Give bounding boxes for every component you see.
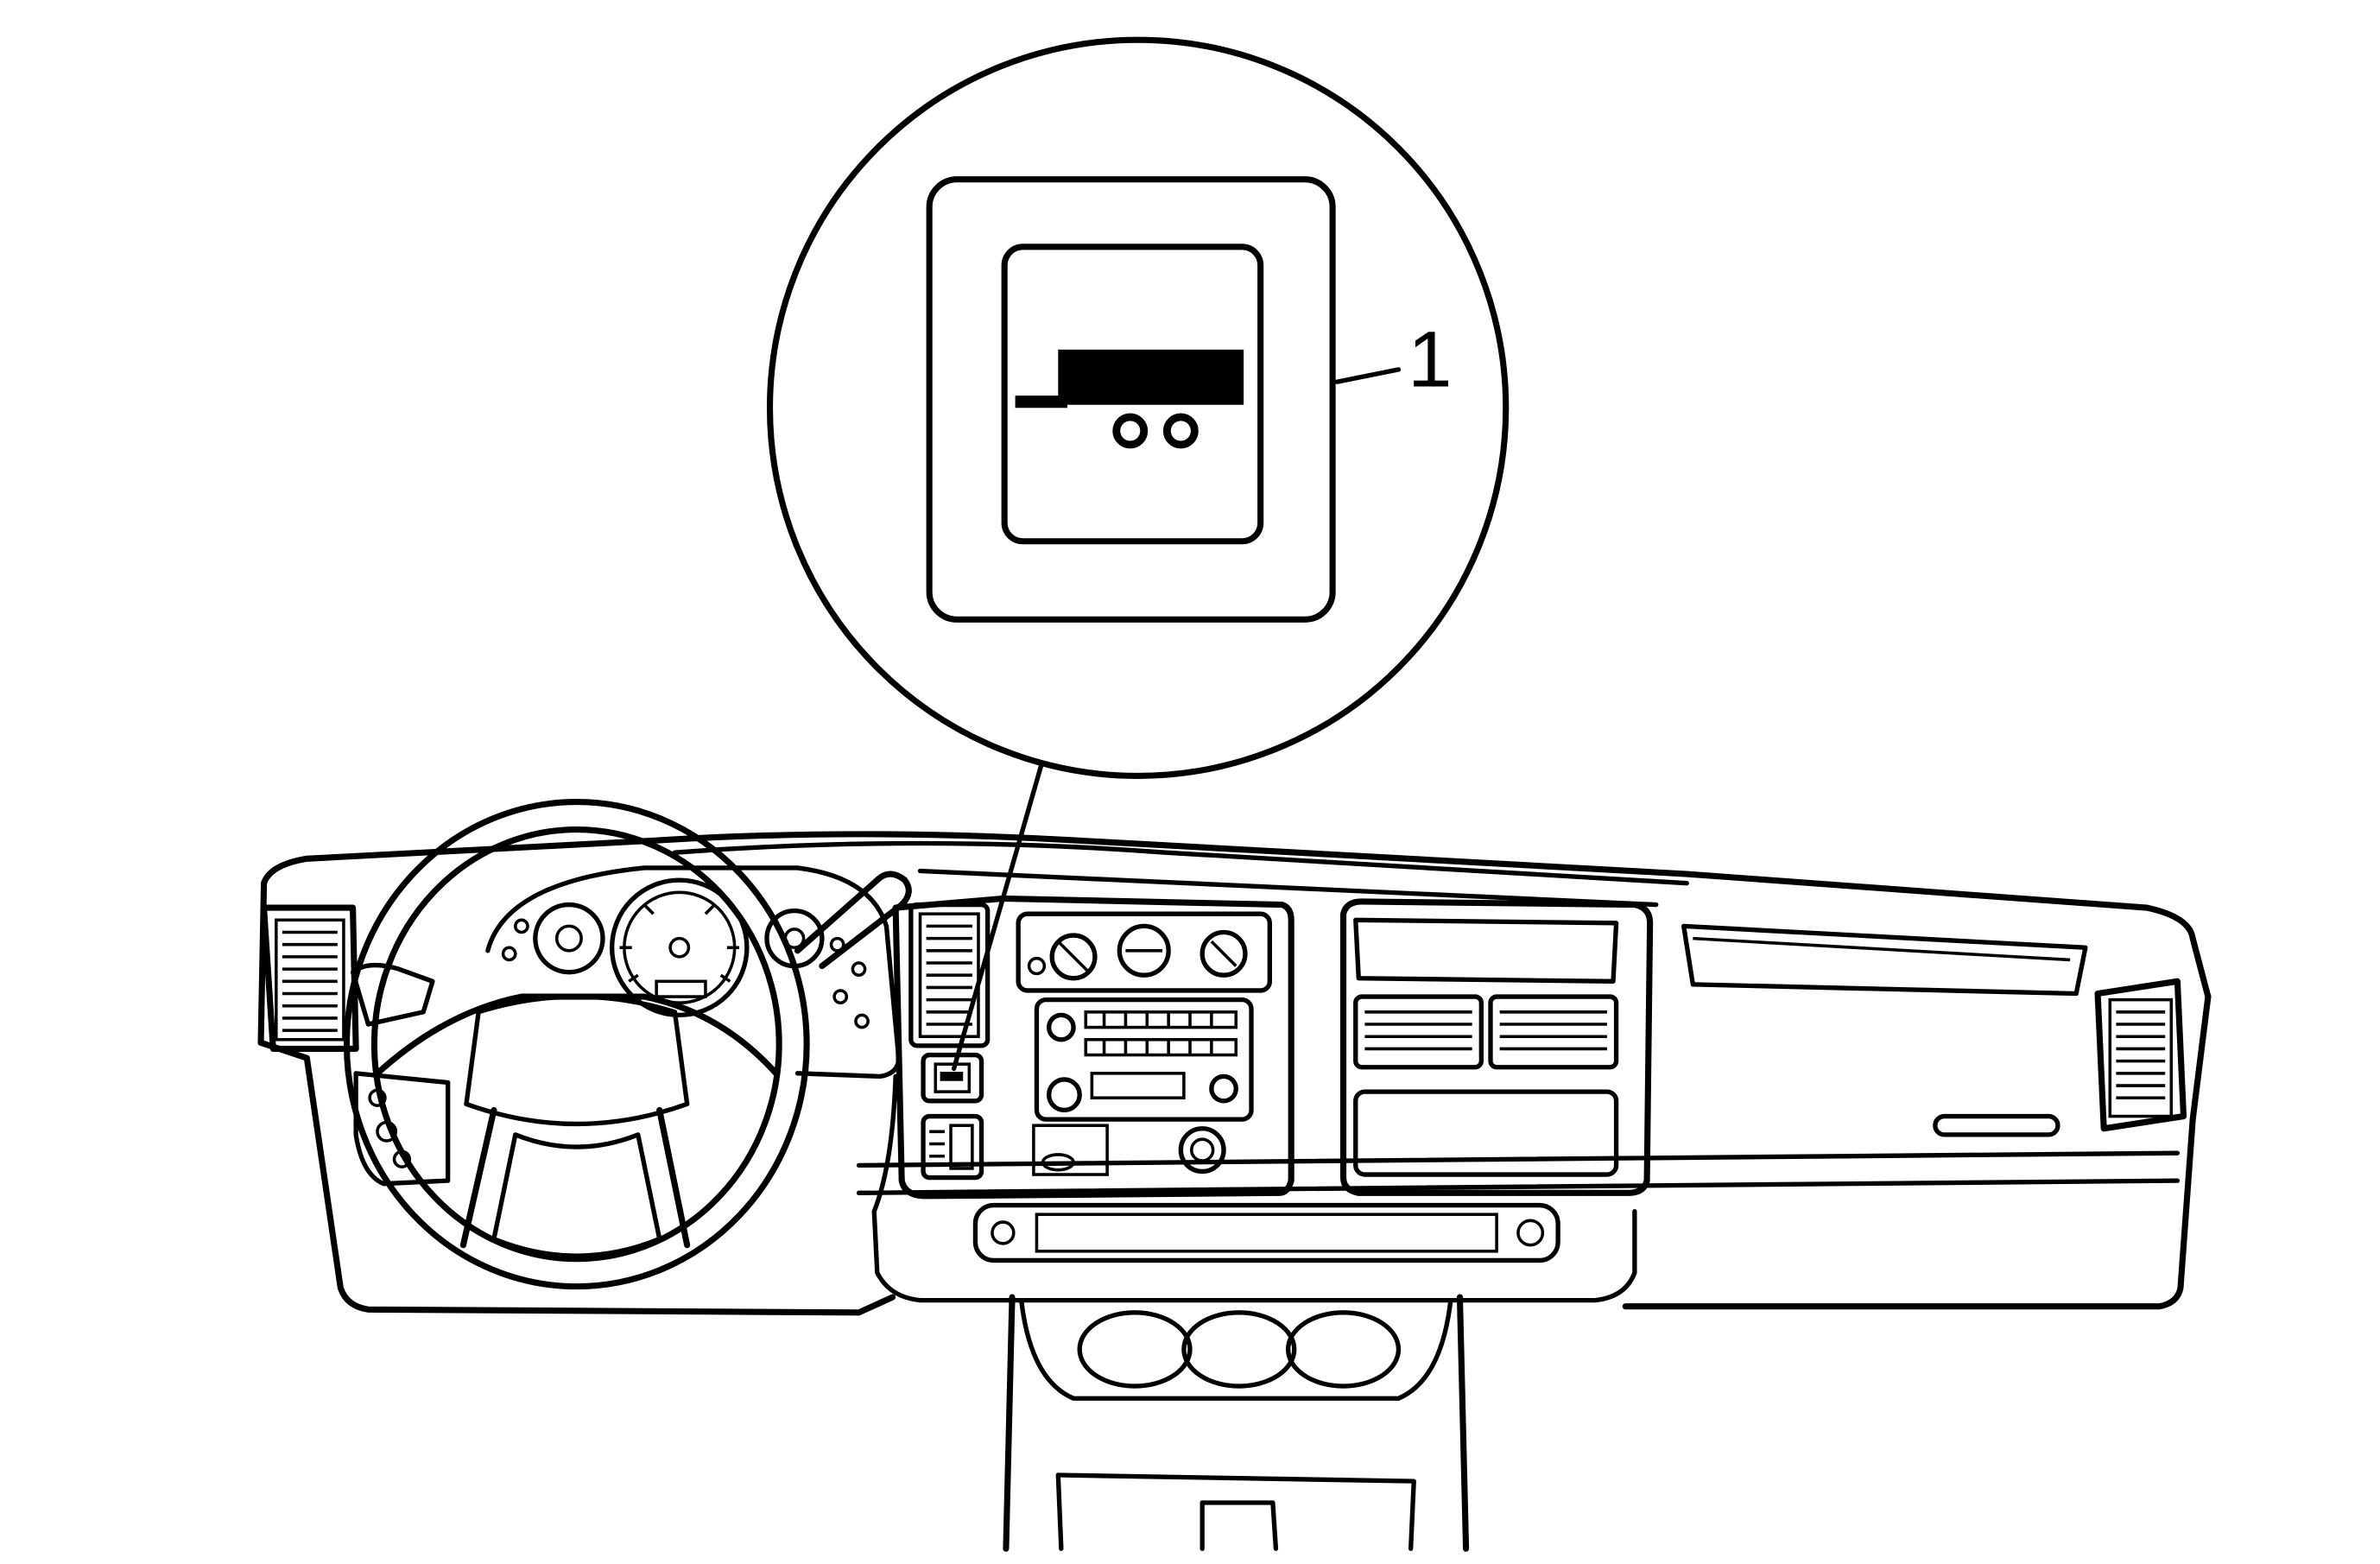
floor-console (1003, 1294, 1470, 1552)
hvac-control-panel (1016, 911, 1272, 993)
ignition-lock (1178, 1126, 1226, 1175)
radio (1034, 997, 1254, 1122)
center-stack-bezel (892, 895, 1294, 1200)
magnifier-circle (766, 36, 1510, 779)
airbag-status-indicator (1032, 1124, 1109, 1176)
center-right-vent-module (1339, 898, 1654, 1196)
switch-button-face (1001, 244, 1264, 545)
dash-top-pad (261, 831, 2212, 1000)
detail-magnifier: 1 (766, 36, 1510, 1072)
magnifier-pointer-line (951, 763, 1044, 1072)
steering-wheel (343, 799, 810, 1290)
callout-number: 1 (1408, 313, 1452, 403)
trailer-icon (1015, 349, 1244, 449)
callout-leader (1334, 367, 1402, 384)
multifunction-stalk (794, 871, 912, 970)
dashboard (257, 799, 2212, 1552)
right-air-vent (2094, 978, 2187, 1132)
lower-storage-tray (972, 1202, 1560, 1263)
switch-bezel-outer (926, 176, 1336, 623)
center-air-vent (908, 902, 991, 1048)
auxiliary-switch-panel (921, 1113, 984, 1181)
headlamp-switch-panel (350, 962, 451, 1187)
glove-box (1681, 923, 2088, 1137)
instrument-cluster (485, 865, 902, 1080)
tow-haul-switch (921, 1052, 984, 1104)
dash-lower-outline (257, 880, 896, 1316)
left-air-vent (261, 904, 359, 1052)
